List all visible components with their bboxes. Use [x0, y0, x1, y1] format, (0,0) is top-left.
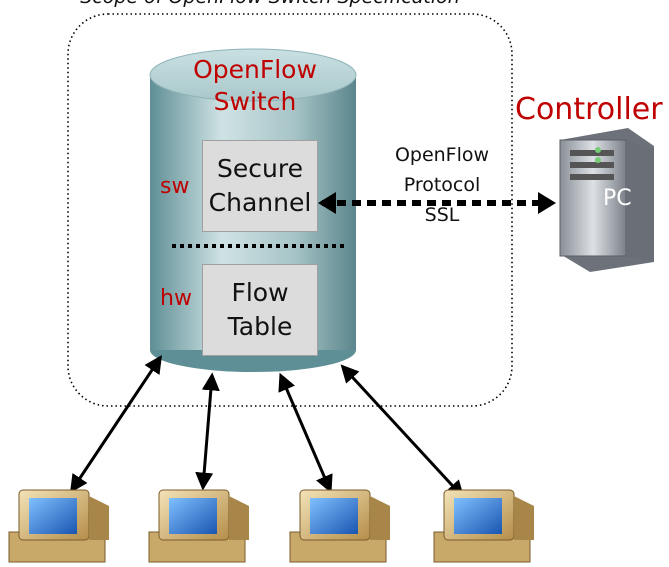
protocol-line2: Protocol — [403, 174, 481, 196]
flow-table-line1: Flow — [231, 278, 289, 307]
host-link-2 — [195, 372, 220, 491]
secure-channel-line1: Secure — [217, 154, 303, 183]
hw-label: hw — [160, 286, 192, 311]
secure-channel-line2: Channel — [208, 188, 312, 217]
secure-channel-box: Secure Channel — [202, 140, 318, 232]
openflow-switch-title: OpenFlow Switch — [155, 54, 355, 118]
protocol-line1: OpenFlow — [394, 144, 490, 166]
flow-table-box: Flow Table — [202, 264, 318, 356]
sw-label: sw — [160, 174, 190, 199]
controller-server-icon — [559, 128, 654, 272]
host-link-1 — [70, 355, 162, 493]
desktop-computer-icon — [289, 489, 390, 563]
pc-label: PC — [603, 186, 632, 211]
protocol-line3: SSL — [424, 204, 460, 226]
desktop-computer-icon — [433, 489, 534, 563]
flow-table-line2: Table — [227, 312, 293, 341]
desktop-computer-icon — [148, 489, 249, 563]
host-link-4 — [340, 364, 465, 499]
switch-title-line1: OpenFlow — [193, 55, 317, 84]
host-link-3 — [278, 372, 333, 494]
controller-title: Controller — [515, 92, 663, 127]
scope-title: Scope of OpenFlow Switch Specification — [60, 0, 480, 8]
switch-title-line2: Switch — [213, 87, 297, 116]
desktop-computer-icon — [8, 489, 109, 563]
protocol-label: OpenFlow Protocol SSL — [372, 140, 512, 230]
